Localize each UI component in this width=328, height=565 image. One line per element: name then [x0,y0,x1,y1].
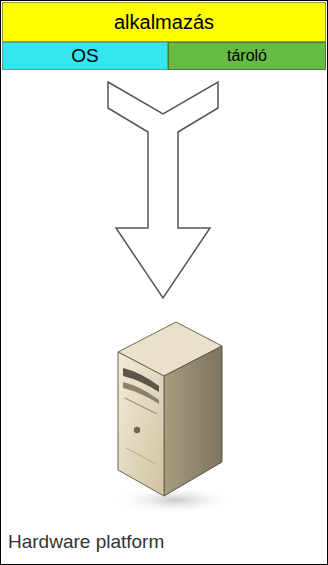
server-side [164,346,222,496]
platform-caption: Hardware platform [8,531,164,553]
drive-bay [123,382,159,404]
front-line [126,448,156,464]
application-layer: alkalmazás [2,2,326,42]
layer-label: alkalmazás [114,11,214,33]
os-layer: OS [2,42,168,70]
storage-layer: tároló [168,42,326,70]
layer-label: tároló [227,47,267,65]
server-shadow [113,486,237,514]
layer-label: OS [71,46,98,67]
server-front [118,352,164,496]
merge-arrow [108,82,218,298]
power-button [134,427,140,433]
drive-line [125,398,157,414]
